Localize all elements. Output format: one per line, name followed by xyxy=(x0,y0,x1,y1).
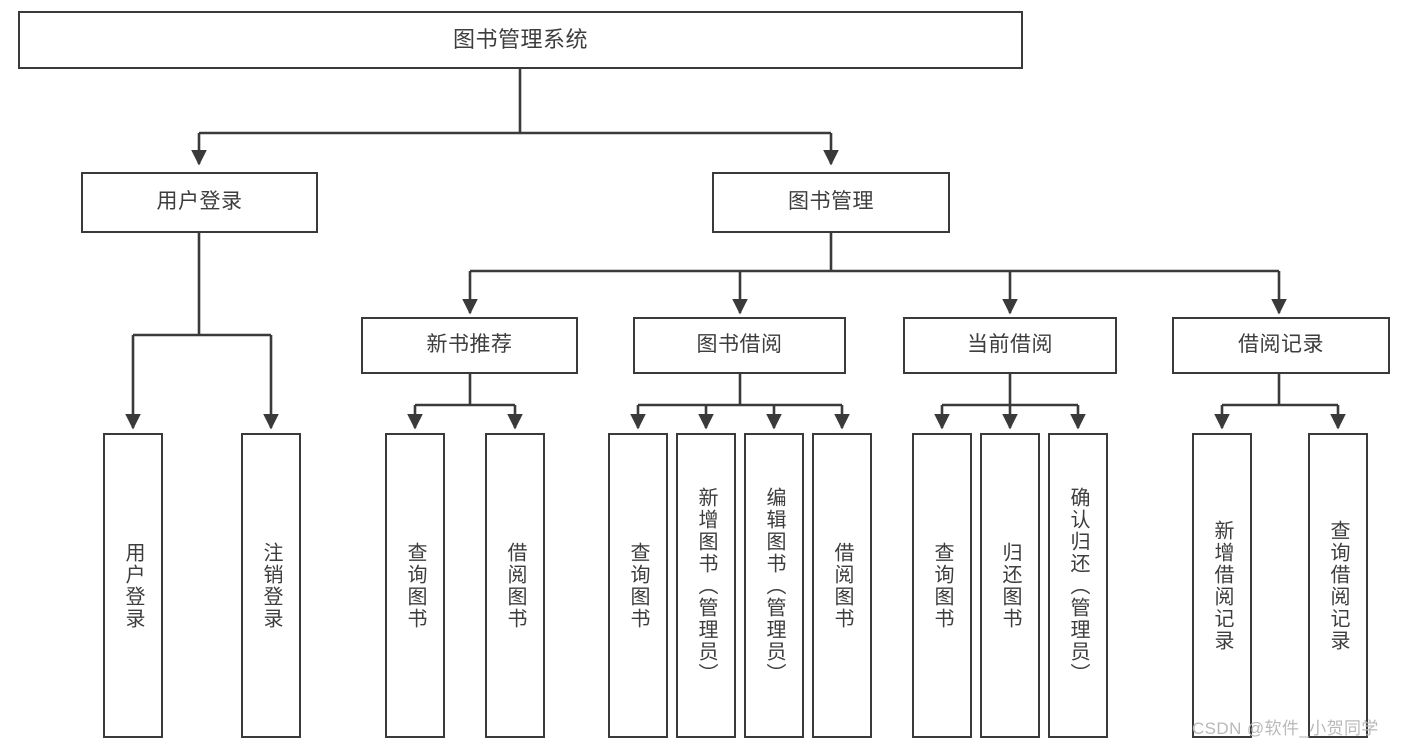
node-borrow-record[interactable]: 借阅记录 xyxy=(1172,317,1390,374)
node-leaf-query-book-2[interactable]: 查询图书 xyxy=(608,433,668,738)
node-leaf-borrow-book-2-label: 借阅图书 xyxy=(831,541,853,630)
node-root[interactable]: 图书管理系统 xyxy=(18,11,1023,69)
node-root-label: 图书管理系统 xyxy=(452,27,588,53)
node-leaf-borrow-book-1-label: 借阅图书 xyxy=(504,541,526,630)
node-leaf-query-book-3[interactable]: 查询图书 xyxy=(912,433,972,738)
node-leaf-add-record[interactable]: 新增借阅记录 xyxy=(1192,433,1252,738)
node-leaf-edit-book[interactable]: 编辑图书（管理员） xyxy=(744,433,804,738)
node-leaf-confirm-return[interactable]: 确认归还（管理员） xyxy=(1048,433,1108,738)
node-leaf-borrow-book-1[interactable]: 借阅图书 xyxy=(485,433,545,738)
node-leaf-logout-login[interactable]: 注销登录 xyxy=(241,433,301,738)
node-leaf-query-book-1[interactable]: 查询图书 xyxy=(385,433,445,738)
node-leaf-add-record-label: 新增借阅记录 xyxy=(1211,519,1233,652)
node-leaf-query-book-2-label: 查询图书 xyxy=(627,541,649,630)
node-leaf-query-book-3-label: 查询图书 xyxy=(931,541,953,630)
node-leaf-edit-book-label: 编辑图书（管理员） xyxy=(763,486,785,685)
node-user-login-label: 用户登录 xyxy=(156,190,243,214)
watermark-text: CSDN @软件_小贺同学 xyxy=(1192,719,1379,738)
node-book-borrow-label: 图书借阅 xyxy=(696,333,783,357)
node-leaf-return-book[interactable]: 归还图书 xyxy=(980,433,1040,738)
node-leaf-logout-login-label: 注销登录 xyxy=(260,541,282,630)
node-book-manage-label: 图书管理 xyxy=(788,190,874,214)
node-leaf-query-book-1-label: 查询图书 xyxy=(404,541,426,630)
node-leaf-add-book-label: 新增图书（管理员） xyxy=(695,486,717,685)
node-leaf-add-book[interactable]: 新增图书（管理员） xyxy=(676,433,736,738)
node-leaf-user-login[interactable]: 用户登录 xyxy=(103,433,163,738)
node-leaf-borrow-book-2[interactable]: 借阅图书 xyxy=(812,433,872,738)
node-book-manage[interactable]: 图书管理 xyxy=(712,172,950,233)
node-new-book-recommend-label: 新书推荐 xyxy=(426,333,513,357)
node-book-borrow[interactable]: 图书借阅 xyxy=(633,317,846,374)
node-leaf-query-record[interactable]: 查询借阅记录 xyxy=(1308,433,1368,738)
node-leaf-query-record-label: 查询借阅记录 xyxy=(1327,519,1349,652)
node-current-borrow[interactable]: 当前借阅 xyxy=(903,317,1117,374)
node-user-login[interactable]: 用户登录 xyxy=(81,172,318,233)
node-new-book-recommend[interactable]: 新书推荐 xyxy=(361,317,578,374)
node-leaf-user-login-label: 用户登录 xyxy=(122,541,144,630)
node-current-borrow-label: 当前借阅 xyxy=(967,333,1053,357)
node-leaf-return-book-label: 归还图书 xyxy=(999,541,1021,630)
node-borrow-record-label: 借阅记录 xyxy=(1238,333,1324,357)
node-leaf-confirm-return-label: 确认归还（管理员） xyxy=(1067,486,1089,685)
